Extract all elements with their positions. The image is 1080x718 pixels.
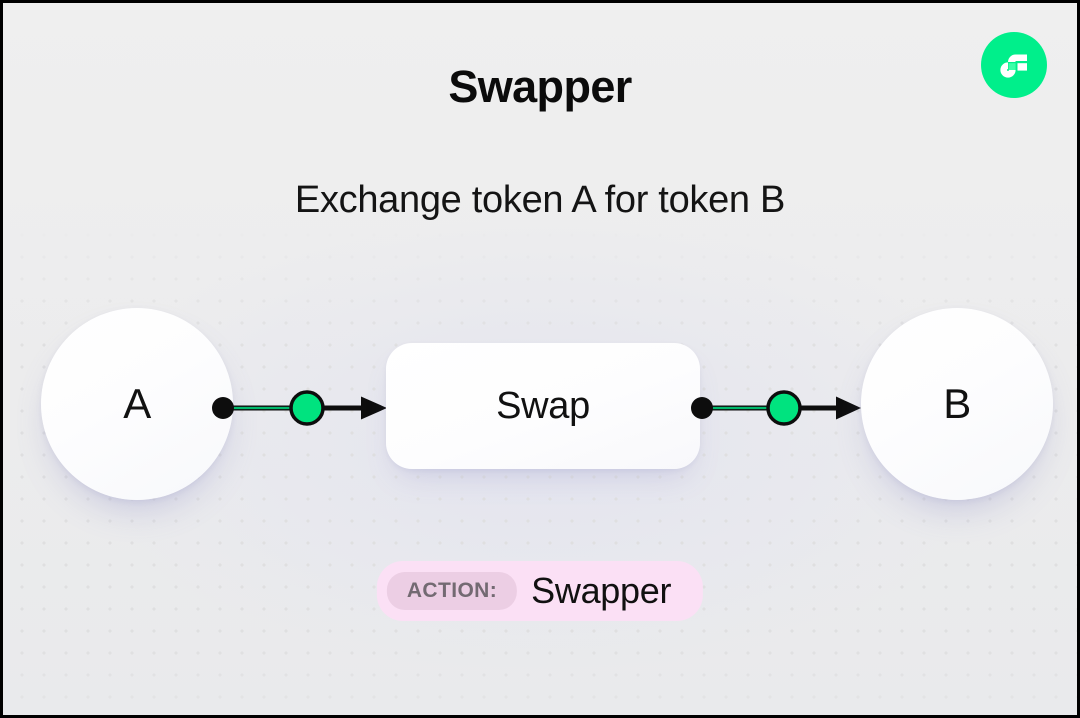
node-token-a-label: A <box>123 380 151 427</box>
flow-diagram: A Swap B <box>3 308 1077 508</box>
connector-swap-to-b <box>690 390 863 426</box>
flow-logo-icon <box>996 47 1032 83</box>
node-token-a[interactable]: A <box>41 308 233 500</box>
node-token-b[interactable]: B <box>861 308 1053 500</box>
connector-a-to-swap <box>211 390 389 426</box>
page-subtitle: Exchange token A for token B <box>294 179 786 221</box>
action-badge-key: ACTION: <box>386 572 518 610</box>
action-badge-value: Swapper <box>531 570 672 611</box>
node-swap-label: Swap <box>496 384 590 427</box>
node-token-b-label: B <box>943 380 971 427</box>
node-swap-process[interactable]: Swap <box>386 343 700 469</box>
action-badge: ACTION: Swapper <box>376 561 704 621</box>
page-title: Swapper <box>448 61 632 112</box>
flow-logo-badge[interactable] <box>981 32 1047 98</box>
